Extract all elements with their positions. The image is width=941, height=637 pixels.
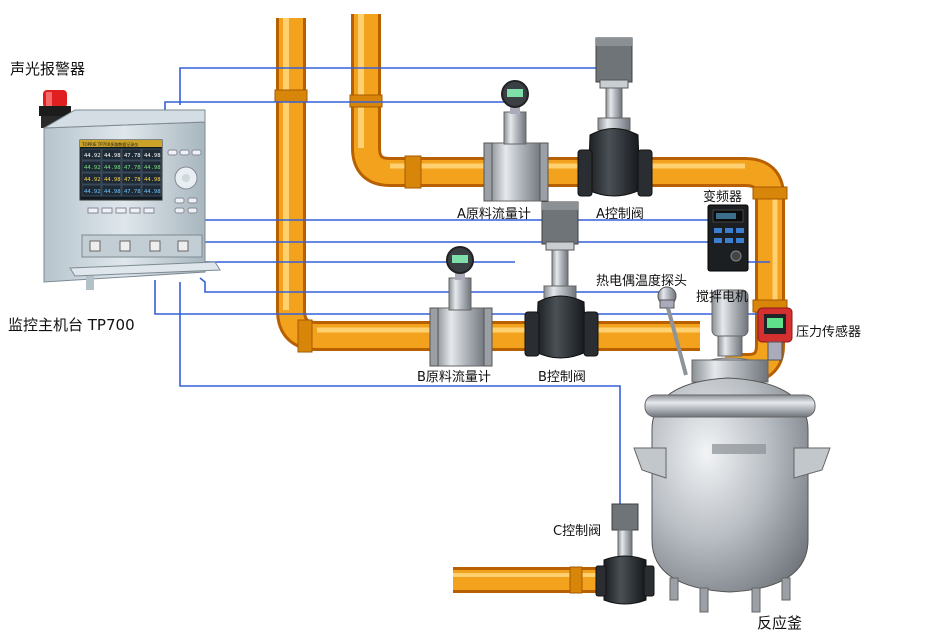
control-valve-a [577, 37, 653, 197]
thermocouple-label: 热电偶温度探头 [596, 274, 688, 289]
valve-c-label: C控制阀 [553, 524, 602, 539]
thermocouple-probe [657, 286, 688, 376]
control-valve-c [595, 503, 655, 605]
channel-cell [81, 160, 102, 173]
channel-value: 44.92 [84, 153, 101, 159]
channel-cell [141, 172, 162, 185]
channel-value: 44.98 [144, 165, 161, 171]
flowmeter-a [483, 80, 549, 202]
channel-value: 44.92 [84, 189, 101, 195]
channel-cell [121, 160, 142, 173]
control-valve-b [524, 201, 599, 359]
channel-value: 44.98 [144, 189, 161, 195]
channel-value: 44.98 [104, 153, 121, 159]
channel-cell [121, 184, 142, 197]
channel-value: 44.98 [144, 153, 161, 159]
channel-cell [81, 172, 102, 185]
channel-value: 44.98 [104, 177, 121, 183]
channel-value: 44.98 [144, 177, 161, 183]
reactor-vessel [633, 289, 831, 613]
alarm-label: 声光报警器 [10, 60, 86, 78]
channel-value: 44.92 [84, 177, 101, 183]
channel-cell [141, 184, 162, 197]
stir-motor-label: 搅拌电机 [696, 290, 749, 305]
reactor-label: 反应釜 [757, 614, 803, 632]
flowmeter-b-label: B原料流量计 [417, 370, 491, 385]
valve-b-label: B控制阀 [538, 370, 586, 385]
inverter [707, 204, 749, 272]
channel-value: 47.78 [124, 165, 141, 171]
channel-cell [81, 184, 102, 197]
flowmeter-a-label: A原料流量计 [457, 207, 531, 222]
channel-cell [121, 148, 142, 161]
flowmeter-b [429, 246, 493, 367]
channel-value: 47.78 [124, 153, 141, 159]
channel-value: 44.92 [84, 165, 101, 171]
channel-value: 47.78 [124, 189, 141, 195]
valve-a-label: A控制阀 [596, 207, 644, 222]
channel-value: 47.78 [124, 177, 141, 183]
host-label: 监控主机台 TP700 [8, 316, 135, 334]
pressure-sensor [757, 307, 793, 361]
pressure-sensor-label: 压力传感器 [796, 325, 862, 340]
nav-keypad [167, 149, 202, 214]
channel-cell [101, 172, 122, 185]
channel-value: 44.98 [104, 165, 121, 171]
channel-cell [101, 184, 122, 197]
channel-cell [121, 172, 142, 185]
channel-value: 44.98 [104, 189, 121, 195]
channel-cell [81, 148, 102, 161]
inverter-label: 变频器 [703, 190, 743, 205]
channel-cell [141, 148, 162, 161]
channel-cell [101, 160, 122, 173]
channel-cell [141, 160, 162, 173]
function-keys [87, 207, 155, 214]
screen-title: TOPRIE TP700多路数据记录仪 [81, 141, 138, 147]
pipe-network [274, 14, 788, 594]
channel-cell [101, 148, 122, 161]
